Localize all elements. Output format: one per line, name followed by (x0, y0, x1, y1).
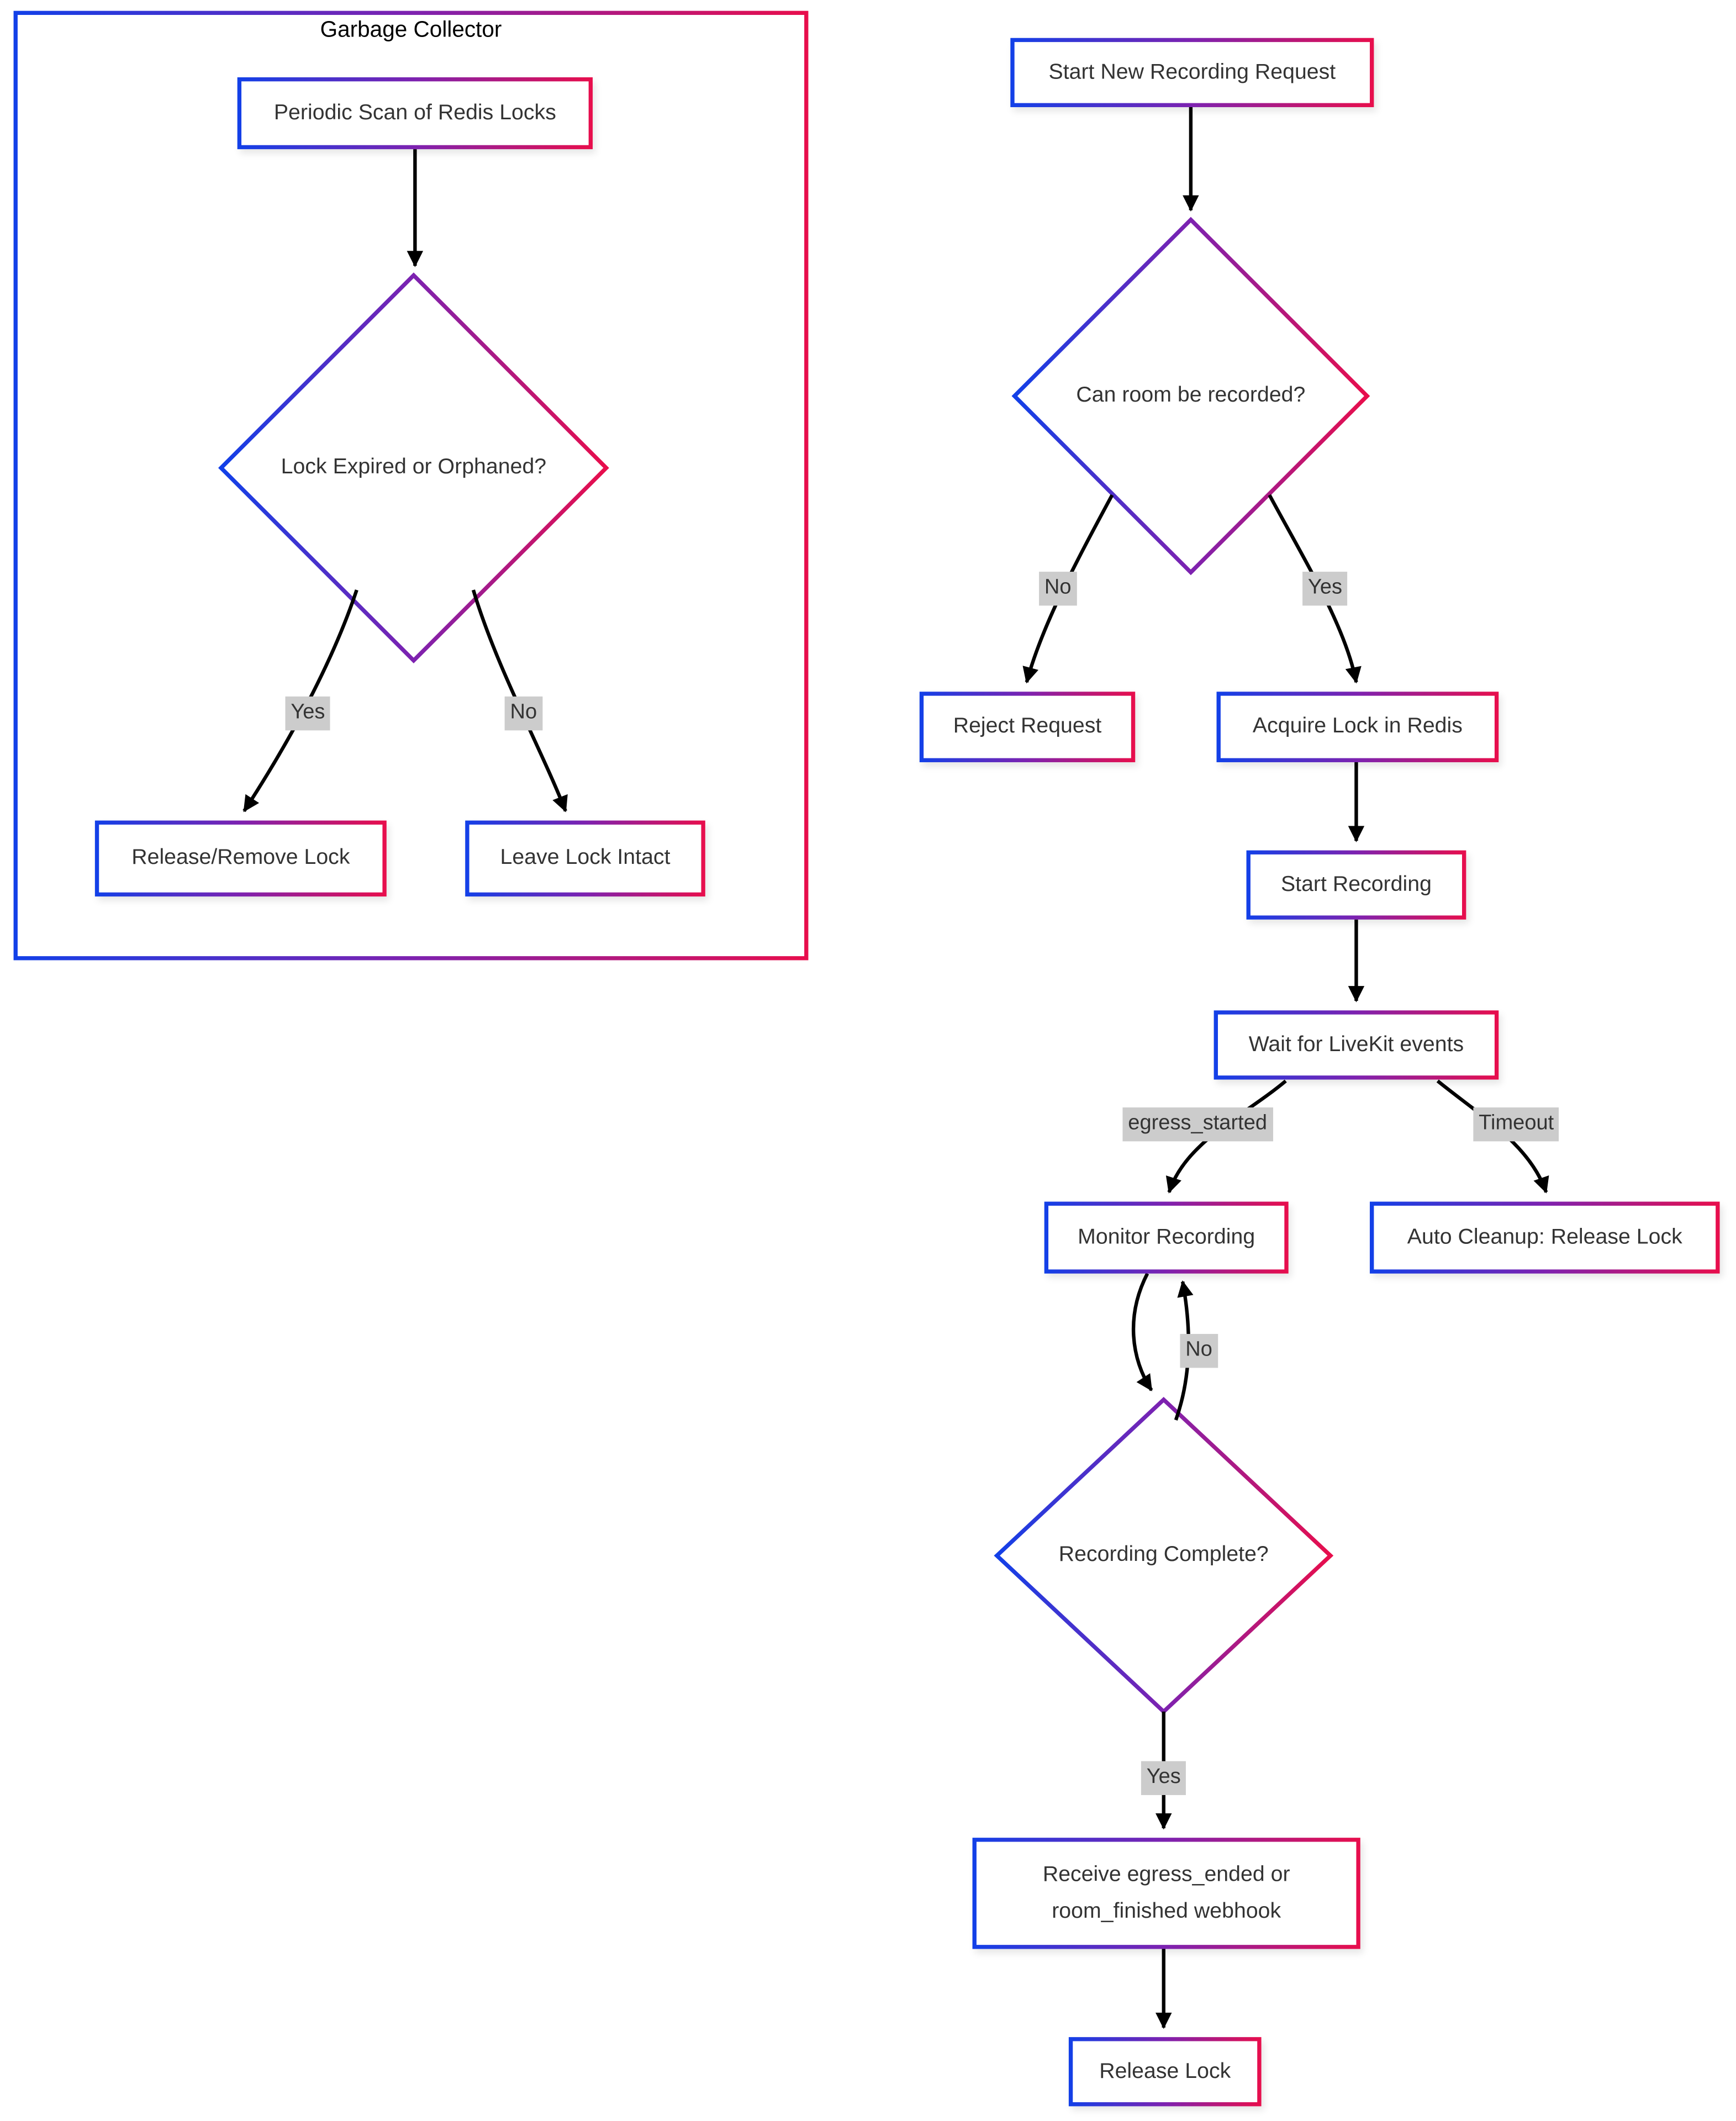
node-monitor-recording: Monitor Recording (1044, 1201, 1289, 1274)
edge-label-main-no: No (1039, 572, 1077, 606)
node-wait-events: Wait for LiveKit events (1213, 1010, 1499, 1080)
edge-label-egress-started: egress_started (1122, 1107, 1273, 1142)
node-periodic-scan: Periodic Scan of Redis Locks (237, 77, 593, 150)
node-monitor-recording-label: Monitor Recording (1048, 1205, 1285, 1270)
node-start-recording-label: Start Recording (1250, 854, 1462, 916)
node-auto-cleanup-label: Auto Cleanup: Release Lock (1374, 1205, 1716, 1270)
node-start-request-label: Start New Recording Request (1014, 42, 1370, 103)
diamond-can-record-label: Can room be recorded? (1076, 383, 1306, 407)
node-release-remove-lock: Release/Remove Lock (94, 820, 387, 897)
diamond-lock-expired-label: Lock Expired or Orphaned? (281, 456, 547, 479)
node-periodic-scan-label: Periodic Scan of Redis Locks (241, 81, 589, 145)
node-acquire-lock: Acquire Lock in Redis (1216, 692, 1499, 762)
node-acquire-lock-label: Acquire Lock in Redis (1220, 695, 1495, 758)
edge-label-gc-yes: Yes (285, 696, 331, 731)
edge-label-complete-yes: Yes (1141, 1761, 1186, 1795)
node-release-lock-label: Release Lock (1073, 2041, 1258, 2102)
node-start-request: Start New Recording Request (1010, 38, 1374, 107)
node-release-lock: Release Lock (1068, 2037, 1262, 2107)
edge-monitor-to-recording-complete (1131, 1273, 1153, 1391)
diamond-recording-complete-label: Recording Complete? (1058, 1543, 1269, 1567)
edge-label-loop-no: No (1180, 1334, 1218, 1368)
lock-expired-diamond (218, 272, 609, 664)
can-record-diamond (1011, 217, 1370, 576)
garbage-collector-title: Garbage Collector (320, 17, 502, 43)
node-reject-request-label: Reject Request (924, 695, 1131, 758)
node-reject-request: Reject Request (919, 692, 1136, 762)
edge-label-gc-no: No (504, 696, 542, 731)
node-wait-events-label: Wait for LiveKit events (1218, 1014, 1495, 1076)
node-leave-lock-intact: Leave Lock Intact (465, 820, 705, 897)
node-receive-webhook: Receive egress_ended or room_finished we… (972, 1838, 1360, 1949)
node-release-remove-lock-label: Release/Remove Lock (99, 824, 383, 893)
node-auto-cleanup: Auto Cleanup: Release Lock (1370, 1201, 1720, 1274)
edge-label-main-yes: Yes (1302, 572, 1348, 606)
node-start-recording: Start Recording (1246, 850, 1466, 920)
node-receive-webhook-label: Receive egress_ended or room_finished we… (976, 1842, 1357, 1945)
node-leave-lock-intact-label: Leave Lock Intact (469, 824, 701, 893)
recording-complete-diamond (994, 1397, 1334, 1714)
edge-label-timeout: Timeout (1473, 1107, 1560, 1142)
